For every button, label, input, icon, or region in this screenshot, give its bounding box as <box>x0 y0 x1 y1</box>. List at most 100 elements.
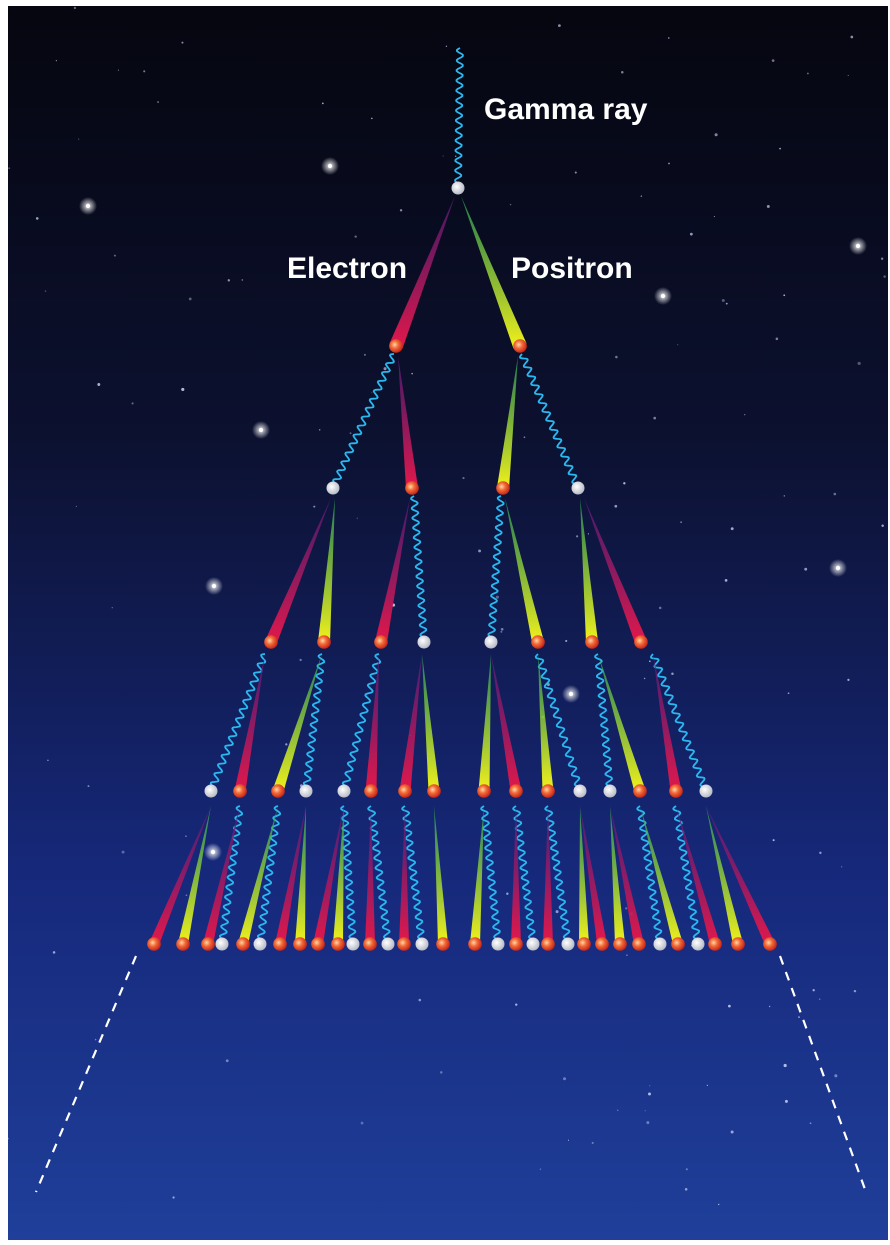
star <box>677 344 679 346</box>
star <box>181 41 184 44</box>
orange-sphere-icon <box>293 937 307 951</box>
star <box>834 1074 838 1078</box>
star <box>356 517 358 519</box>
white-sphere-icon <box>451 181 465 195</box>
star <box>718 1203 720 1206</box>
star <box>360 1121 364 1125</box>
star <box>565 639 568 643</box>
star <box>500 630 503 633</box>
star <box>383 367 387 371</box>
star <box>626 954 628 956</box>
star <box>8 1137 9 1140</box>
electron-tail <box>398 356 418 489</box>
electron-tail <box>653 654 682 792</box>
star <box>55 59 57 62</box>
star <box>615 355 618 359</box>
electron-tail <box>203 806 240 946</box>
gamma-ray-wave <box>454 47 464 189</box>
star <box>299 658 302 662</box>
orange-sphere-icon <box>541 937 555 951</box>
star <box>52 951 56 954</box>
star <box>614 504 618 508</box>
star <box>779 147 781 150</box>
star <box>766 205 770 208</box>
star <box>172 1196 175 1199</box>
star <box>371 117 373 120</box>
star <box>809 1122 812 1125</box>
star <box>850 35 854 39</box>
star <box>131 402 134 405</box>
photon-wave <box>518 353 582 489</box>
orange-sphere-icon <box>273 937 287 951</box>
star <box>97 383 101 386</box>
orange-sphere-icon <box>634 635 648 649</box>
positron-tail <box>318 498 335 643</box>
white-sphere-icon <box>299 784 313 798</box>
star <box>349 432 352 435</box>
bright-star-core <box>210 849 216 855</box>
star <box>658 606 662 610</box>
positron-tail <box>580 498 598 643</box>
white-sphere-icon <box>691 937 705 951</box>
star <box>668 162 670 165</box>
orange-sphere-icon <box>513 339 527 353</box>
orange-sphere-icon <box>595 937 609 951</box>
orange-sphere-icon <box>541 784 555 798</box>
star <box>78 138 80 140</box>
positron-tail <box>238 806 278 946</box>
star <box>478 549 482 553</box>
star <box>500 627 504 631</box>
orange-sphere-icon <box>477 784 491 798</box>
electron-tail <box>389 196 455 349</box>
star <box>418 998 422 1002</box>
positron-tail <box>640 806 683 946</box>
electron-tail <box>399 654 422 792</box>
orange-sphere-icon <box>427 784 441 798</box>
orange-sphere-icon <box>496 481 510 495</box>
night-sky-background <box>8 6 888 1240</box>
orange-sphere-icon <box>633 784 647 798</box>
bright-star-core <box>660 293 666 299</box>
bright-star-core <box>568 691 574 697</box>
star <box>685 1168 688 1171</box>
white-sphere-icon <box>215 937 229 951</box>
positron-label: Positron <box>511 252 633 285</box>
star <box>847 678 850 681</box>
orange-sphere-icon <box>585 635 599 649</box>
white-sphere-icon <box>337 784 351 798</box>
star <box>539 1168 542 1170</box>
star <box>241 279 244 281</box>
star <box>587 533 590 535</box>
positron-tail <box>295 806 306 945</box>
bright-star-core <box>211 583 217 589</box>
cone-right-dashed-edge <box>778 955 868 1193</box>
star <box>744 414 746 416</box>
star <box>783 1063 787 1068</box>
white-sphere-icon <box>699 784 713 798</box>
star <box>730 1130 734 1134</box>
star <box>285 743 288 746</box>
orange-sphere-icon <box>436 937 450 951</box>
positron-tail <box>579 806 589 945</box>
star <box>724 578 728 582</box>
star <box>354 235 357 238</box>
white-sphere-icon <box>603 784 617 798</box>
photon-wave <box>332 353 395 489</box>
bright-star-core <box>327 163 333 169</box>
photon-wave <box>341 653 382 792</box>
star <box>462 477 465 480</box>
star <box>185 894 188 897</box>
electron-tail <box>365 806 375 944</box>
star <box>646 1121 650 1125</box>
orange-sphere-icon <box>311 937 325 951</box>
star <box>881 524 884 528</box>
positron-tail <box>610 806 625 945</box>
star <box>227 279 230 282</box>
star <box>713 215 715 218</box>
orange-sphere-icon <box>264 635 278 649</box>
star <box>643 677 646 680</box>
electron-tail <box>584 498 647 645</box>
star <box>772 839 775 842</box>
star <box>623 482 626 485</box>
star <box>117 69 119 71</box>
